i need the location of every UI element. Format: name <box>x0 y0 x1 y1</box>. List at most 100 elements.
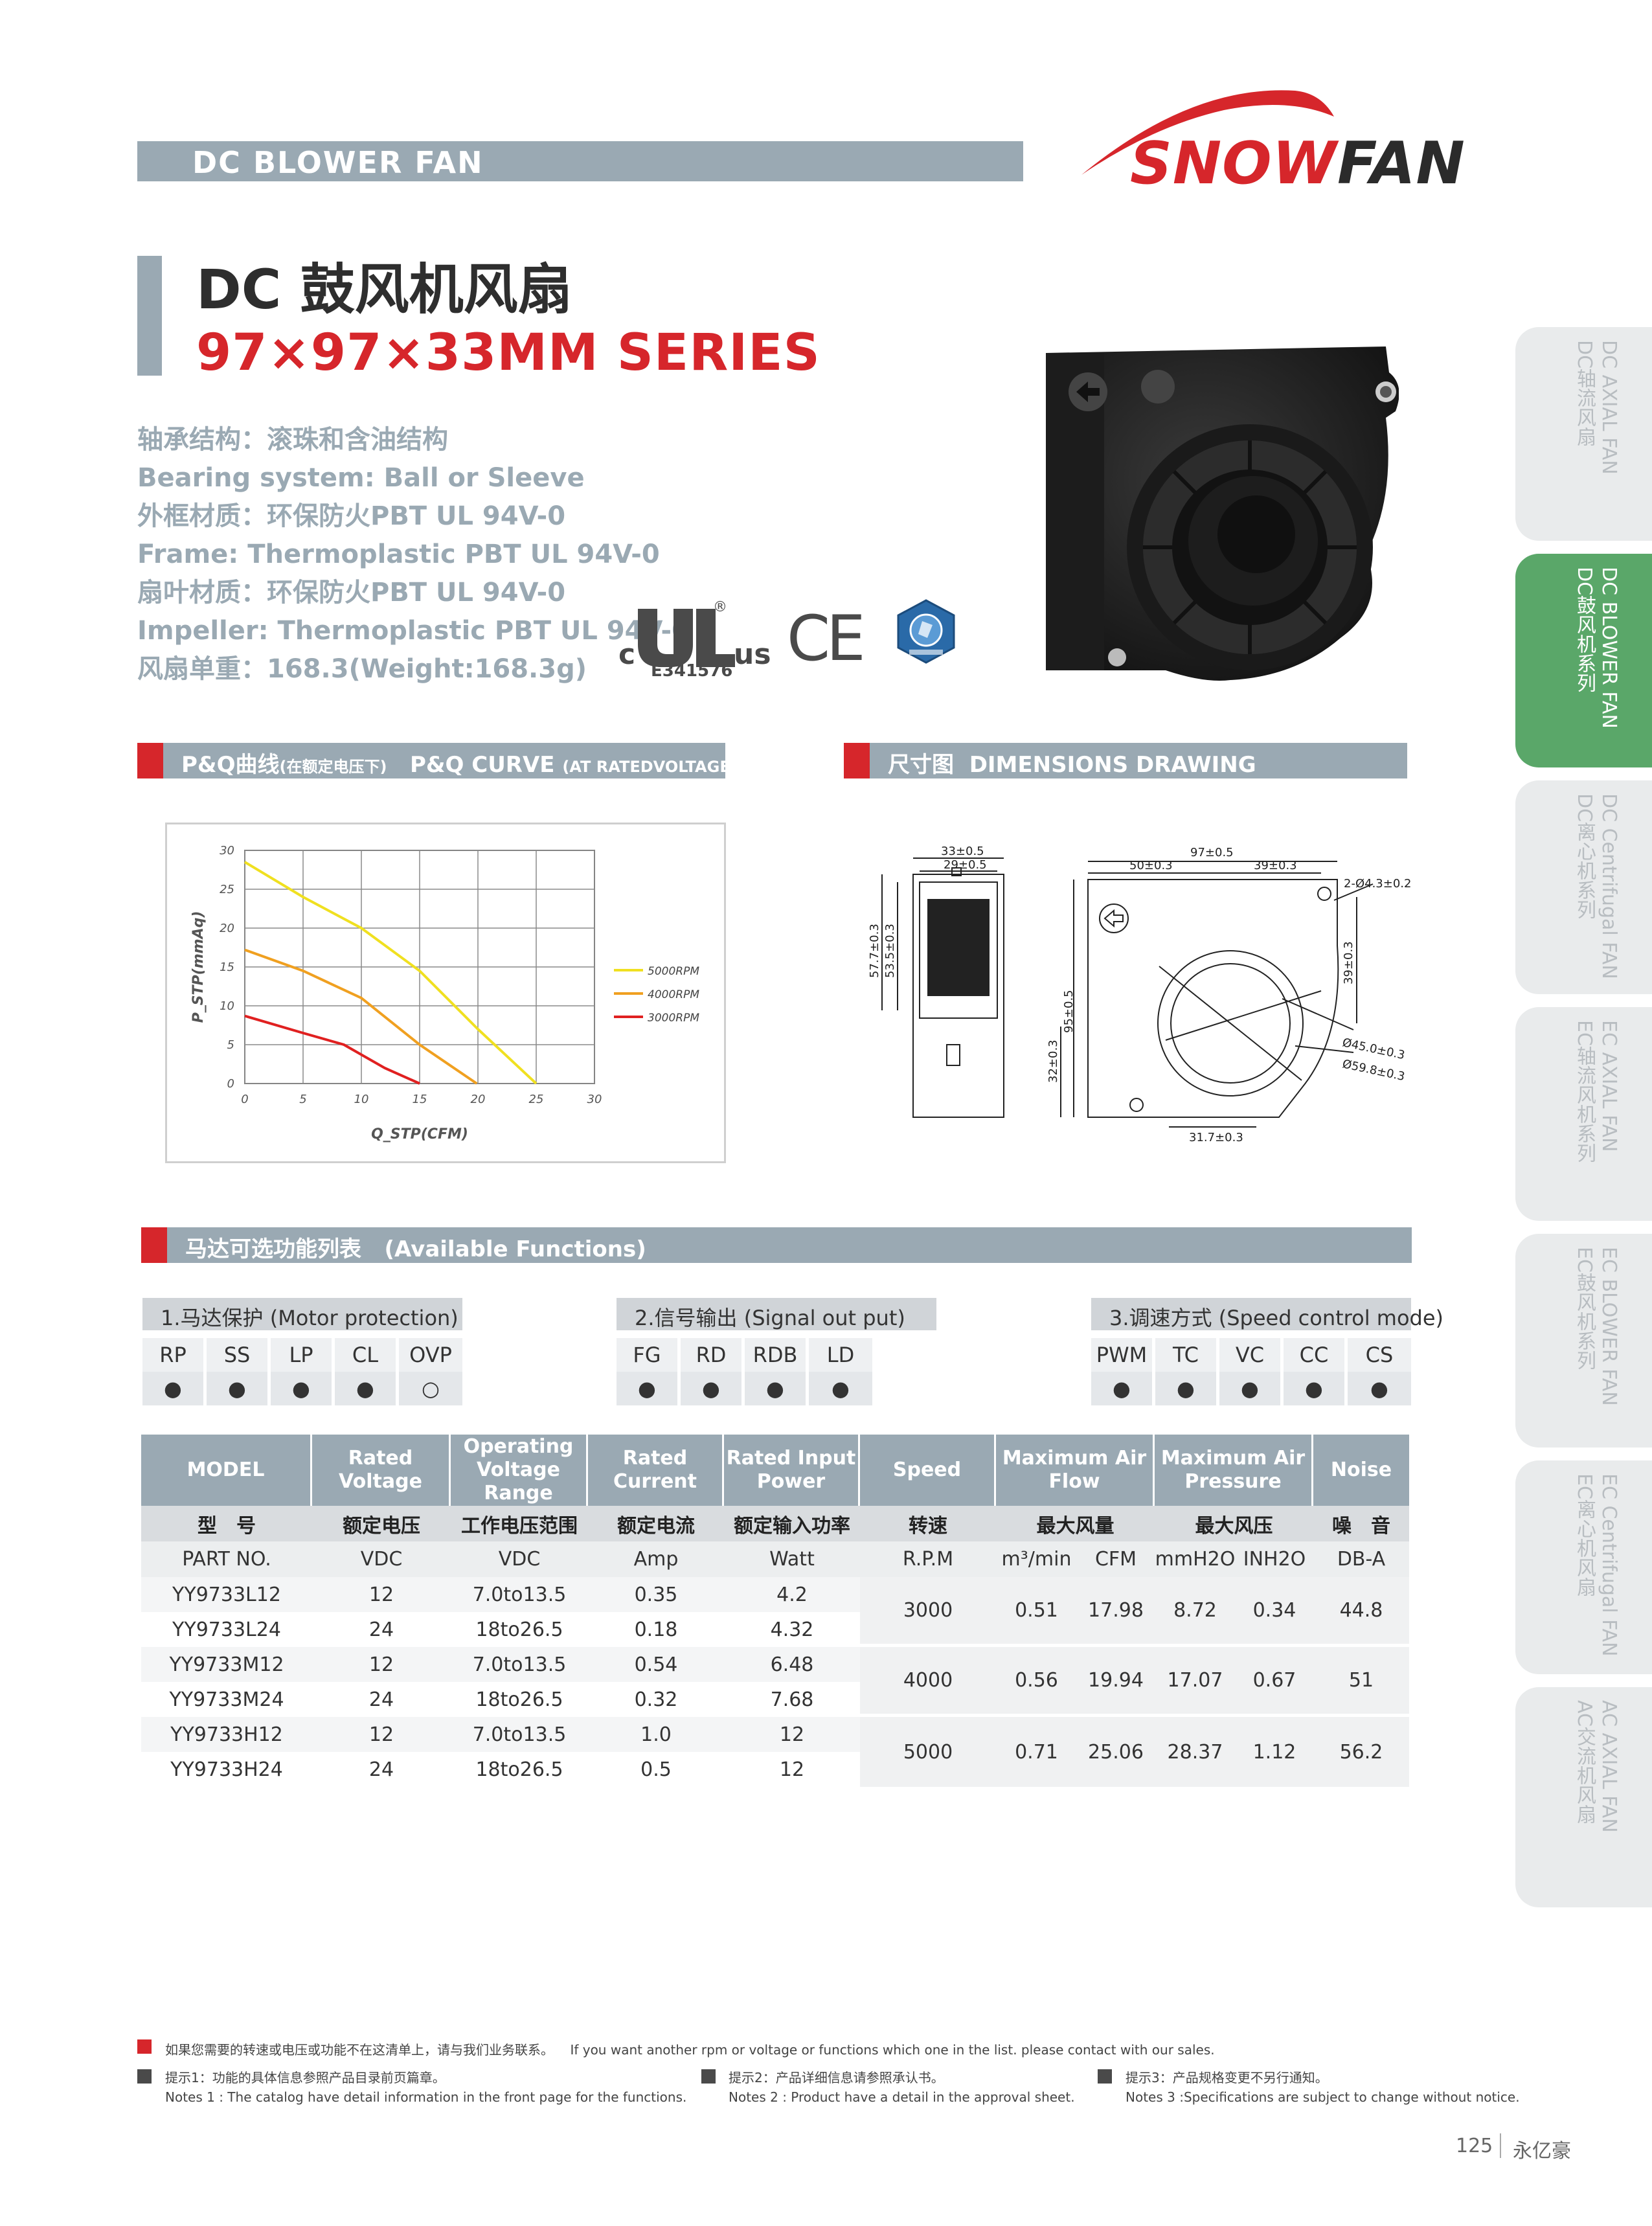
ul-logo-icon <box>638 609 735 667</box>
airflow-cfm-cell: 25.06 <box>1077 1717 1155 1787</box>
availability-dot: ● <box>809 1372 872 1405</box>
table-cell: 18to26.5 <box>451 1612 588 1647</box>
table-cell: 12 <box>724 1752 860 1787</box>
function-code: LD <box>809 1338 872 1372</box>
page-title-cn: DC 鼓风机风扇 <box>196 258 572 321</box>
dim-label: 95±0.5 <box>1062 990 1076 1033</box>
pq-title-cn-note: (在额定电压下) <box>279 758 387 776</box>
pressure-mm-cell: 28.37 <box>1155 1717 1236 1787</box>
spec-line: Frame: Thermoplastic PBT UL 94V-0 <box>137 539 660 569</box>
x-tick-label: 20 <box>471 1093 486 1106</box>
column-header-cn: 型 号 <box>141 1506 312 1541</box>
section-title: 尺寸图 DIMENSIONS DRAWING <box>888 747 1256 778</box>
part-number-cell: YY9733H24 <box>141 1752 312 1787</box>
dims-title-cn: 尺寸图 <box>888 752 954 778</box>
availability-dot: ● <box>335 1372 396 1405</box>
airflow-m3-cell: 0.51 <box>996 1577 1077 1646</box>
dim-label: 33±0.5 <box>941 845 984 858</box>
table-cell: 7.0to13.5 <box>451 1717 588 1752</box>
pq-title-en-note: (AT RATEDVOLTAGE) <box>562 758 738 776</box>
unit-cell: m³/min <box>996 1541 1077 1577</box>
ul-us-label: us <box>734 638 771 671</box>
function-code: PWM <box>1091 1338 1152 1372</box>
table-cell: 12 <box>724 1717 860 1752</box>
unit-cell: mmH2O <box>1155 1541 1236 1577</box>
note-1: 提示1：功能的具体信息参照产品目录前页篇章。Notes 1 : The cata… <box>165 2070 687 2105</box>
airflow-cfm-cell: 17.98 <box>1077 1577 1155 1646</box>
availability-dot: ● <box>142 1372 203 1405</box>
unit-cell: VDC <box>312 1541 451 1577</box>
note-bullet-red <box>137 2039 152 2054</box>
column-header: Rated Voltage <box>312 1435 451 1506</box>
function-group-title: 3.调速方式 (Speed control mode) <box>1109 1306 1444 1330</box>
spec-line: 风扇单重：168.3(Weight:168.3g) <box>137 654 587 684</box>
table-cell: 0.5 <box>588 1752 724 1787</box>
part-number-cell: YY9733L24 <box>141 1612 312 1647</box>
function-code: SS <box>207 1338 267 1372</box>
part-number-cell: YY9733H12 <box>141 1717 312 1752</box>
section-accent <box>141 1227 167 1263</box>
column-header: Operating Voltage Range <box>451 1435 588 1506</box>
function-code: VC <box>1219 1338 1280 1372</box>
noise-cell: 51 <box>1313 1647 1409 1716</box>
column-header-cn: 额定电流 <box>588 1506 724 1541</box>
dimensions-drawing: 33±0.5 29±0.5 57.7±0.3 53.5±0.3 97±0.5 5… <box>855 823 1425 1159</box>
motor-protection-header: 1.马达保护 (Motor protection) <box>142 1298 462 1330</box>
part-number-cell: YY9733M12 <box>141 1647 312 1682</box>
unit-cell: Amp <box>588 1541 724 1577</box>
function-code: CS <box>1348 1338 1411 1372</box>
speed-control-grid: PWM TC VC CC CS ● ● ● ● ● <box>1091 1338 1411 1405</box>
pq-curve-section-header: P&Q曲线(在额定电压下) P&Q CURVE (AT RATEDVOLTAGE… <box>137 743 738 778</box>
series-line-5000RPM <box>243 861 537 1085</box>
dim-label: 53.5±0.3 <box>883 924 897 978</box>
availability-dot: ● <box>681 1372 741 1405</box>
x-tick-label: 5 <box>299 1093 306 1106</box>
noise-cell: 56.2 <box>1313 1717 1409 1787</box>
availability-dot: ● <box>617 1372 677 1405</box>
title-accent-bar <box>137 256 162 376</box>
table-cell: 12 <box>312 1577 451 1612</box>
function-code: FG <box>617 1338 677 1372</box>
table-cell: 24 <box>312 1752 451 1787</box>
dim-label: 39±0.3 <box>1254 859 1297 872</box>
column-header: Maximum Air Pressure <box>1155 1435 1313 1506</box>
column-header: Speed <box>860 1435 996 1506</box>
table-cell: 24 <box>312 1612 451 1647</box>
tuv-badge-icon <box>897 599 955 664</box>
function-code: TC <box>1155 1338 1216 1372</box>
dim-label: 2-Ø4.3±0.2 <box>1344 877 1411 891</box>
y-tick-label: 25 <box>220 883 234 896</box>
availability-dot: ● <box>271 1372 332 1405</box>
legend-label: 4000RPM <box>648 988 699 1001</box>
column-header-cn: 最大风压 <box>1155 1506 1313 1541</box>
table-cell: 6.48 <box>724 1647 860 1682</box>
unit-cell: DB-A <box>1313 1541 1409 1577</box>
function-code: RP <box>142 1338 203 1372</box>
function-group-title: 2.信号输出 (Signal out put) <box>635 1306 905 1330</box>
availability-dot: ● <box>207 1372 267 1405</box>
dim-label: 57.7±0.3 <box>868 924 881 978</box>
ul-registered-mark: ® <box>713 599 727 615</box>
snowfan-logo: SNOWFAN <box>1075 71 1465 198</box>
function-code: OVP <box>399 1338 462 1372</box>
pq-title-cn: P&Q曲线 <box>181 752 280 778</box>
column-header-cn: 转速 <box>860 1506 996 1541</box>
table-cell: 12 <box>312 1717 451 1752</box>
speed-cell: 3000 <box>860 1577 996 1646</box>
unit-cell: Watt <box>724 1541 860 1577</box>
x-tick-label: 30 <box>587 1093 602 1106</box>
dim-label: 31.7±0.3 <box>1189 1131 1243 1144</box>
function-code: CL <box>335 1338 396 1372</box>
ce-mark: CE <box>787 602 866 675</box>
pressure-in-cell: 0.34 <box>1236 1577 1313 1646</box>
